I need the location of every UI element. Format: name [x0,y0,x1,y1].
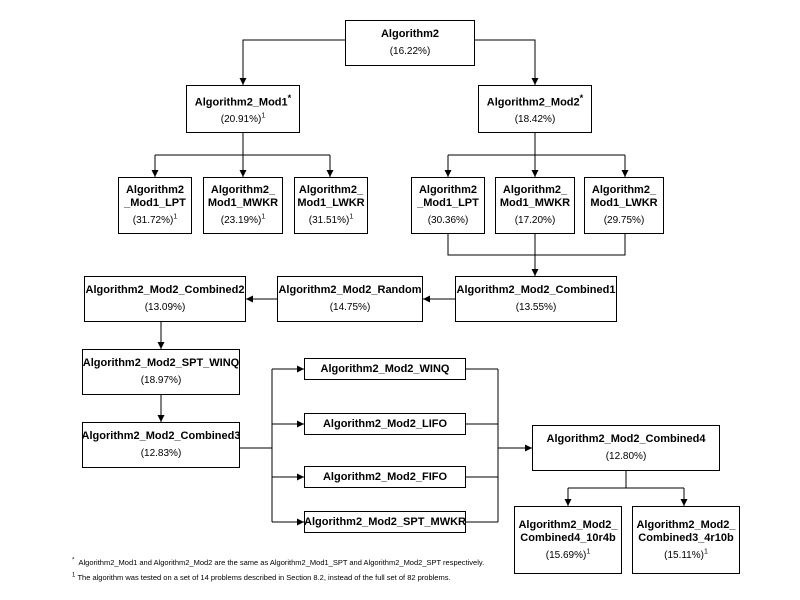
node-value: (15.11%)1 [664,548,708,561]
node-fifo: Algorithm2_Mod2_FIFO [304,466,466,488]
node-value: (23.19%)1 [220,213,266,226]
node-name: Algorithm2_Mod2_Combined2 [85,284,245,296]
edge-merge-lpt [447,234,626,256]
footnote-star: * Algorithm2_Mod1 and Algorithm2_Mod2 ar… [72,557,485,568]
node-value: (31.72%)1 [132,213,178,226]
node-name: Algorithm2_Mod2_Combined4 [546,433,706,445]
node-name: Algorithm2_Mod2_LIFO [322,417,448,430]
node-name: Algorithm2_Mod2_Combined1 [456,284,616,296]
node-mod1-lpt: Algorithm2 _Mod1_LPT (31.72%)1 [118,177,192,234]
node-value: (16.22%) [389,46,431,57]
node-name: Algorithm2_Mod2_FIFO [322,470,448,483]
node-name: Algorithm2 _Mod1_LPT [417,184,479,209]
footnote-one: 1 The algorithm was tested on a set of 1… [72,572,451,583]
node-value: (18.97%) [140,375,182,386]
node-random: Algorithm2_Mod2_Random (14.75%) [277,276,423,322]
node-name: Algorithm2_Mod2* [486,92,584,109]
node-spt-mwkr: Algorithm2_Mod2_SPT_MWKR [304,511,466,533]
node-combined4: Algorithm2_Mod2_Combined4 (12.80%) [532,425,720,471]
node-lifo: Algorithm2_Mod2_LIFO [304,413,466,435]
node-name: Algorithm2_Mod2_Random [278,284,422,296]
node-name: Algorithm2_Mod2_SPT_MWKR [304,515,466,528]
node-winq: Algorithm2_Mod2_WINQ [304,358,466,380]
node-combined4-10r4b: Algorithm2_Mod2_ Combined4_10r4b (15.69%… [514,506,622,574]
node-combined3: Algorithm2_Mod2_Combined3 (12.83%) [82,422,240,468]
node-mod2-mwkr: Algorithm2_ Mod1_MWKR (17.20%) [495,177,575,234]
node-name: Algorithm2_ Mod1_LWKR [590,184,658,209]
node-value: (18.42%) [514,114,556,126]
node-name: Algorithm2_Mod2_ Combined3_4r10b [636,518,736,544]
edge-root-mod2 [475,39,539,85]
node-name: Algorithm2_Mod2_Combined3 [81,430,241,442]
node-name: Algorithm2 [380,28,440,40]
node-mod2-lwkr: Algorithm2_ Mod1_LWKR (29.75%) [584,177,664,234]
node-combined1: Algorithm2_Mod2_Combined1 (13.55%) [455,276,617,322]
node-value: (15.69%)1 [545,548,591,561]
node-name: Algorithm2_Mod2_SPT_WINQ [82,357,240,369]
node-mod2: Algorithm2_Mod2* (18.42%) [478,85,592,133]
node-value: (14.75%) [329,302,371,313]
node-value: (13.09%) [144,302,186,313]
node-combined3-4r10b: Algorithm2_Mod2_ Combined3_4r10b (15.11%… [632,506,740,574]
node-value: (12.83%) [140,448,182,459]
node-value: (31.51%)1 [308,213,354,226]
node-name: Algorithm2 _Mod1_LPT [124,184,186,209]
node-value: (20.91%)1 [220,113,266,126]
node-mod1-mwkr: Algorithm2_ Mod1_MWKR (23.19%)1 [203,177,283,234]
node-name: Algorithm2_ Mod1_MWKR [499,184,571,209]
node-value: (30.36%) [427,215,469,226]
node-mod1-lwkr: Algorithm2_ Mod1_LWKR (31.51%)1 [294,177,368,234]
node-algorithm2: Algorithm2 (16.22%) [345,20,475,66]
node-value: (12.80%) [605,451,647,462]
node-mod2-lpt: Algorithm2 _Mod1_LPT (30.36%) [411,177,485,234]
node-mod1: Algorithm2_Mod1* (20.91%)1 [186,85,300,133]
edge-root-mod1 [239,39,345,85]
node-value: (29.75%) [603,215,645,226]
node-spt-winq: Algorithm2_Mod2_SPT_WINQ (18.97%) [82,349,240,395]
node-name: Algorithm2_Mod2_WINQ [320,362,450,375]
node-value: (17.20%) [514,215,556,226]
node-name: Algorithm2_Mod1* [194,92,292,109]
node-name: Algorithm2_ Mod1_MWKR [207,184,279,209]
footnotes: * Algorithm2_Mod1 and Algorithm2_Mod2 ar… [72,557,484,583]
node-value: (13.55%) [515,302,557,313]
node-name: Algorithm2_ Mod1_LWKR [297,184,365,209]
node-combined2: Algorithm2_Mod2_Combined2 (13.09%) [84,276,246,322]
node-name: Algorithm2_Mod2_ Combined4_10r4b [518,518,618,544]
